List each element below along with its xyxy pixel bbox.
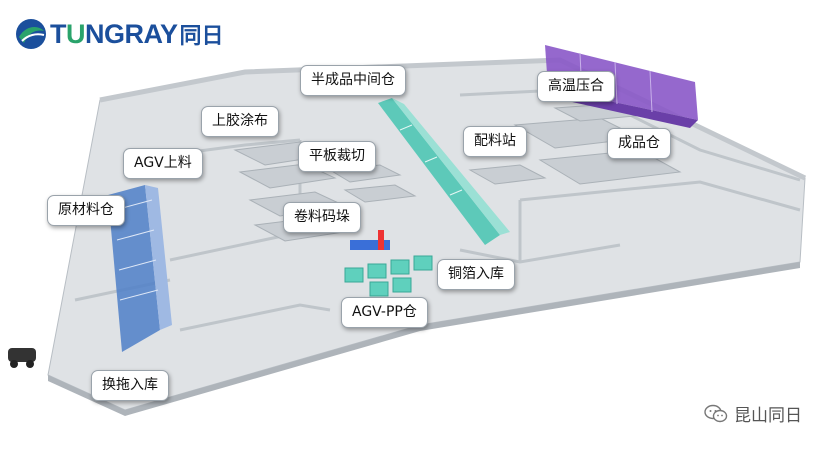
label-swap-tray-inbound: 换拖入库 [91,370,169,401]
watermark-text: 昆山同日 [734,406,802,426]
tungray-logo-mark-icon [16,19,46,49]
raw-material-rack [108,185,172,352]
roll-stacking-robot [350,230,390,250]
floor-front-edge [48,262,800,416]
label-glue-coating: 上胶涂布 [201,106,279,137]
tungray-logo-chinese: 同日 [179,24,224,49]
label-raw-material-warehouse: 原材料仓 [47,195,125,226]
tungray-logo: TUNGRAY 同日 [14,14,224,54]
agv-pp-pallets [344,255,433,297]
label-roll-stacking: 卷料码垛 [283,202,361,233]
label-agv-pp-warehouse: AGV-PP仓 [341,297,428,328]
label-semi-finished-warehouse: 半成品中间仓 [300,65,406,96]
label-agv-loading: AGV上料 [123,148,203,179]
label-dispatch-station: 配料站 [463,126,527,157]
wechat-icon [704,404,728,422]
semi-finished-rack [378,98,510,245]
label-finished-warehouse: 成品仓 [607,128,671,159]
label-flat-cutting: 平板裁切 [298,141,376,172]
label-copper-foil-inbound: 铜箔入库 [437,259,515,290]
label-high-temp-press: 高温压合 [537,71,615,102]
tungray-logo-text: TUNGRAY [50,18,178,49]
wechat-watermark: 昆山同日 [704,401,802,426]
entrance-vehicle [8,348,36,368]
